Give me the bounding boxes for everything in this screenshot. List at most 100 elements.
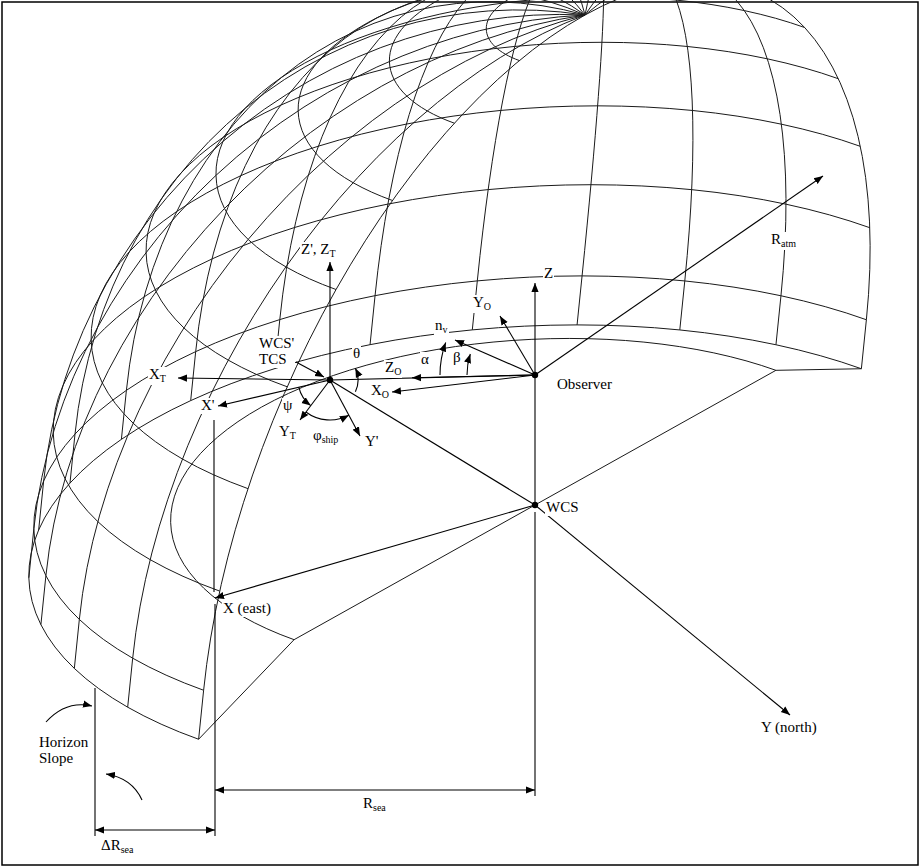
axis-label: WCS' TCS bbox=[258, 336, 295, 368]
tcs-point bbox=[327, 377, 333, 383]
label-subscript: sea bbox=[121, 844, 134, 855]
label-main: Y (north) bbox=[761, 719, 817, 735]
view-normal-arrow bbox=[455, 340, 535, 375]
label-main: Horizon Slope bbox=[39, 734, 88, 766]
atmosphere-dome bbox=[29, 0, 870, 739]
axis-label: φship bbox=[312, 428, 339, 446]
extension-line bbox=[534, 512, 535, 796]
horizon-slope-line bbox=[128, 658, 133, 707]
dome-meridian bbox=[133, 15, 585, 658]
dome-parallel bbox=[53, 185, 870, 591]
label-subscript: T bbox=[290, 430, 296, 441]
axis-label: Z bbox=[543, 266, 554, 282]
horizon-slope-line bbox=[776, 296, 781, 345]
label-subscript: O bbox=[394, 366, 401, 377]
axis-label: X (east) bbox=[222, 601, 272, 617]
extension-line bbox=[214, 604, 215, 836]
label-main: X' bbox=[201, 397, 215, 413]
east-axis bbox=[215, 505, 535, 598]
dome-parallel bbox=[146, 42, 838, 387]
slope-arrow bbox=[46, 705, 92, 722]
horizon-slope-edge bbox=[776, 369, 861, 371]
label-main: R bbox=[363, 795, 373, 811]
label-subscript: O bbox=[382, 389, 389, 400]
wcs-tcs-line bbox=[330, 380, 535, 505]
dome-meridian bbox=[46, 15, 585, 576]
label-main: Y' bbox=[365, 433, 379, 449]
target-x-axis bbox=[178, 378, 330, 380]
label-main: ψ bbox=[283, 397, 292, 413]
horizon-slope-line bbox=[861, 320, 866, 369]
dome-meridian bbox=[477, 0, 585, 281]
dome-meridian bbox=[79, 15, 585, 619]
label-main: θ bbox=[353, 345, 360, 361]
axis-label: nv bbox=[434, 318, 449, 336]
label-subscript: ship bbox=[322, 434, 339, 445]
radius-atmosphere-arrow bbox=[535, 176, 823, 375]
dimension-line bbox=[95, 829, 215, 830]
label-main: Observer bbox=[557, 376, 612, 392]
sea-radius bbox=[294, 505, 535, 640]
slope-arrow bbox=[106, 774, 142, 800]
dome-parallel bbox=[216, 0, 805, 290]
dome-meridian bbox=[585, 0, 870, 320]
horizon-slope-line bbox=[70, 434, 75, 483]
label-main: X bbox=[149, 366, 160, 382]
horizon-slope-line bbox=[41, 576, 46, 625]
dome-parallel bbox=[486, 0, 648, 61]
label-subscript: atm bbox=[781, 238, 796, 249]
label-subscript: v bbox=[443, 324, 448, 335]
z-axis bbox=[534, 283, 535, 505]
horizon-slope-line bbox=[199, 690, 204, 739]
observer-x-axis bbox=[392, 375, 535, 392]
label-main: β bbox=[453, 349, 461, 365]
axis-label: θ bbox=[352, 346, 361, 362]
label-main: ΔR bbox=[101, 837, 121, 853]
horizon-slope-edge bbox=[199, 640, 294, 740]
theta-arc bbox=[355, 368, 358, 392]
label-main: φ bbox=[313, 427, 322, 443]
dome-base-ring bbox=[29, 325, 862, 739]
dome-meridian bbox=[44, 14, 585, 481]
axis-label: Z', ZT bbox=[300, 242, 337, 260]
target-z-axis bbox=[329, 262, 330, 380]
label-main: Z', Z bbox=[301, 241, 330, 257]
axis-label: α bbox=[420, 352, 430, 368]
dome-meridian bbox=[585, 0, 786, 296]
label-main: X bbox=[371, 382, 382, 398]
axis-label: YO bbox=[472, 295, 492, 313]
observer-y-axis bbox=[500, 316, 535, 375]
beta-arc bbox=[467, 354, 470, 375]
north-axis bbox=[535, 505, 790, 715]
horizon-slope-line bbox=[680, 281, 685, 330]
horizon-slope-line bbox=[74, 619, 79, 668]
label-subscript: T bbox=[330, 248, 336, 259]
alpha-arc bbox=[440, 343, 446, 376]
axis-label: ΔRsea bbox=[100, 838, 134, 856]
label-main: X (east) bbox=[223, 600, 271, 616]
label-main: WCS' TCS bbox=[259, 335, 294, 367]
label-main: Y bbox=[473, 294, 484, 310]
label-subscript: O bbox=[484, 301, 491, 312]
phi-arc bbox=[306, 412, 349, 420]
observer-point bbox=[532, 372, 538, 378]
axis-label: Horizon Slope bbox=[38, 735, 89, 767]
axis-label: Observer bbox=[556, 377, 613, 393]
sea-radius bbox=[535, 370, 776, 505]
label-main: Z bbox=[385, 359, 394, 375]
psi-arc bbox=[299, 387, 311, 405]
label-subscript: T bbox=[160, 373, 166, 384]
dome-meridian bbox=[204, 15, 585, 690]
dome-meridian bbox=[34, 15, 585, 529]
label-main: Z bbox=[544, 265, 553, 281]
axis-label: β bbox=[452, 350, 462, 366]
axis-label: XO bbox=[370, 383, 390, 401]
axis-label: WCS bbox=[545, 500, 580, 516]
horizon-slope-line bbox=[370, 296, 375, 345]
dome-parallel bbox=[91, 106, 860, 489]
dimension-line bbox=[215, 789, 535, 790]
label-subscript: sea bbox=[373, 802, 386, 813]
label-main: n bbox=[435, 317, 443, 333]
